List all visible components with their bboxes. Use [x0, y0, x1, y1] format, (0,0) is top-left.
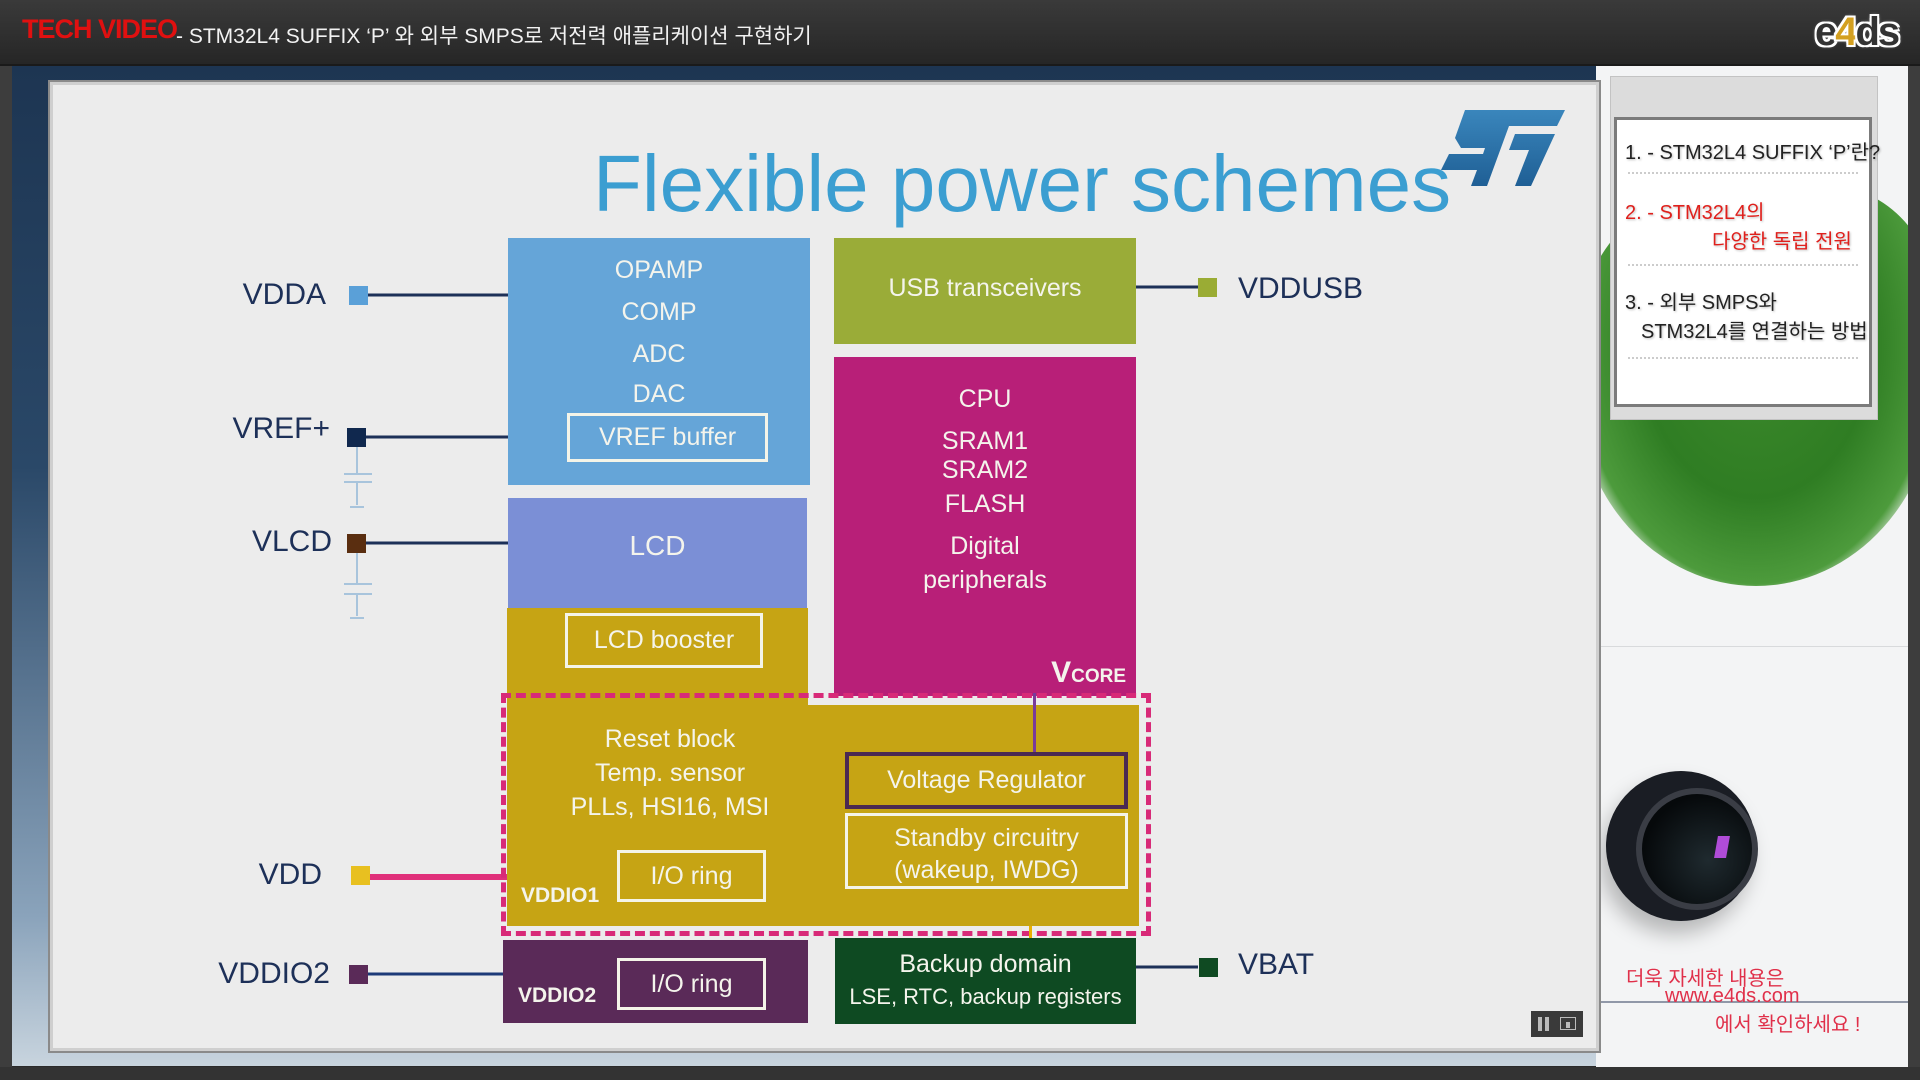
pin-vdd: [351, 866, 370, 885]
pin-label-vref: VREF+: [232, 412, 330, 445]
toc-item-3[interactable]: 3. - 외부 SMPS와: [1625, 292, 1777, 314]
pin-label-vdda: VDDA: [242, 278, 326, 311]
logo-part: e: [1815, 10, 1837, 54]
toc-separator: [1628, 357, 1858, 359]
e4ds-logo[interactable]: e4ds: [1815, 10, 1901, 55]
analog-item: DAC: [632, 380, 686, 408]
title-bar: TECH VIDEO - STM32L4 SUFFIX ‘P’ 와 외부 SMP…: [0, 0, 1920, 66]
promo-line-1: 더욱 자세한 내용은: [1626, 968, 1785, 990]
io-ring-vddio1: I/O ring: [617, 850, 766, 902]
usb-label: USB transceivers: [888, 274, 1082, 302]
usb-block: USB transceivers: [834, 238, 1136, 344]
core-block: CPU SRAM1 SRAM2 FLASH Digital peripheral…: [834, 357, 1136, 696]
table-seam: [1596, 646, 1908, 647]
pin-vddio2: [349, 965, 368, 984]
vdd-item: Temp. sensor: [594, 759, 746, 787]
toc-separator: [1628, 264, 1858, 266]
backup-link: [1029, 926, 1032, 938]
frame-left: [0, 66, 12, 1080]
vcore-label: VCORE: [1051, 656, 1126, 690]
logo-part: 4: [1835, 10, 1857, 54]
lcd-label: LCD: [629, 530, 686, 561]
backup-line2: LSE, RTC, backup registers: [849, 984, 1122, 1009]
table-seam: [1596, 1001, 1908, 1003]
frame-right: [1908, 66, 1920, 1080]
voltage-regulator-box: Voltage Regulator: [845, 752, 1128, 809]
vcore-sub: CORE: [1071, 666, 1126, 687]
standby-line2: (wakeup, IWDG): [894, 856, 1079, 884]
analog-block: OPAMP COMP ADC DAC: [508, 238, 810, 485]
logo-part: ds: [1855, 10, 1901, 54]
toc-item-3-line2[interactable]: STM32L4를 연결하는 방법: [1641, 321, 1868, 343]
vdd-item: PLLs, HSI16, MSI: [570, 793, 770, 821]
vdd-domain-items: Reset block Temp. sensor PLLs, HSI16, MS…: [520, 722, 820, 824]
toc-separator: [1628, 172, 1858, 174]
vcore-regulator-wire: [1033, 693, 1036, 753]
toc-item-2-line2[interactable]: 다양한 독립 전원: [1712, 231, 1852, 253]
pin-vdda: [349, 286, 368, 305]
pin-vref: [347, 428, 366, 447]
vref-buffer-box: VREF buffer: [567, 413, 768, 462]
pin-vddusb: [1198, 278, 1217, 297]
screen-icon[interactable]: [1560, 1017, 1576, 1030]
video-title: - STM32L4 SUFFIX ‘P’ 와 외부 SMPS로 저전력 애플리케…: [176, 25, 812, 48]
pause-icon[interactable]: [1537, 1017, 1551, 1031]
lcd-booster-box: LCD booster: [565, 613, 763, 668]
vdd-domain-dashed-border: [501, 693, 1151, 936]
vcore-v: V: [1051, 656, 1072, 689]
analog-item: OPAMP: [614, 256, 704, 284]
analog-item: ADC: [632, 340, 686, 368]
analog-item: COMP: [621, 298, 697, 326]
vddio2-label: VDDIO2: [518, 984, 597, 1007]
backup-domain-block: Backup domain LSE, RTC, backup registers: [835, 938, 1136, 1024]
core-item: peripherals: [923, 566, 1047, 594]
toc-item-1[interactable]: 1. - STM32L4 SUFFIX ‘P’란?: [1625, 142, 1881, 164]
vddio1-label: VDDIO1: [521, 884, 600, 907]
pin-label-vddio2: VDDIO2: [218, 957, 330, 990]
core-item: FLASH: [944, 490, 1026, 518]
core-item: SRAM1: [941, 427, 1029, 455]
vlcd-capacitor: [344, 552, 372, 619]
io-ring-vddio2: I/O ring: [617, 958, 766, 1010]
st-logo-icon: [1441, 110, 1565, 186]
camera-lens-glass: [1636, 788, 1758, 910]
promo-link[interactable]: www.e4ds.com: [1665, 985, 1800, 1007]
core-item: SRAM2: [941, 456, 1029, 484]
standby-circuitry-box: Standby circuitry (wakeup, IWDG): [845, 813, 1128, 889]
standby-line1: Standby circuitry: [894, 824, 1079, 852]
slide-title: Flexible power schemes: [593, 139, 1452, 228]
brand-label: TECH VIDEO: [22, 14, 178, 44]
pin-vlcd: [347, 534, 366, 553]
core-item: Digital: [950, 532, 1020, 560]
pin-label-vlcd: VLCD: [251, 525, 332, 558]
frame-bottom: [0, 1067, 1920, 1080]
lcd-block: LCD: [508, 498, 807, 609]
vref-capacitor: [344, 446, 372, 508]
toc-item-2[interactable]: 2. - STM32L4의: [1625, 202, 1765, 224]
core-item: CPU: [958, 385, 1012, 413]
pin-label-vddusb: VDDUSB: [1238, 272, 1364, 305]
pin-label-vdd: VDD: [258, 858, 322, 891]
pin-label-vbat: VBAT: [1238, 948, 1315, 981]
pin-vbat: [1199, 958, 1218, 977]
player-controls: [1531, 1011, 1583, 1037]
vdd-item: Reset block: [604, 725, 736, 753]
backup-line1: Backup domain: [899, 950, 1072, 978]
promo-line-3: 에서 확인하세요 !: [1715, 1014, 1861, 1036]
